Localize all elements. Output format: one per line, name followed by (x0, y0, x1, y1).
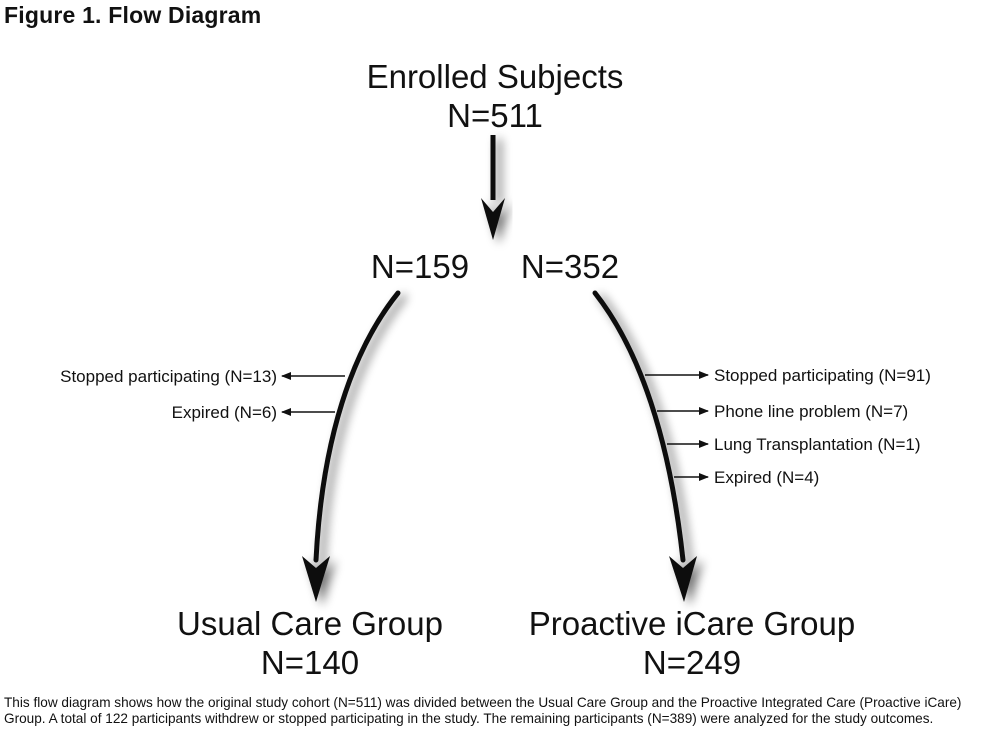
split-right-count: N=352 (521, 248, 619, 285)
left-exit-label-2: Expired (N=6) (172, 403, 277, 422)
proactive-arrow (592, 290, 697, 602)
split-left-count: N=159 (371, 248, 469, 285)
usual-care-label: Usual Care Group (177, 605, 443, 642)
proactive-label: Proactive iCare Group (529, 605, 855, 642)
right-exit-label-4: Expired (N=4) (714, 468, 819, 487)
enrolled-count: N=511 (447, 97, 543, 134)
proactive-count: N=249 (643, 644, 741, 681)
enrolled-label: Enrolled Subjects (367, 58, 624, 95)
usual-care-arrow (302, 290, 401, 602)
enrolled-arrow (481, 135, 505, 240)
right-exit-label-1: Stopped participating (N=91) (714, 366, 931, 385)
left-exit-label-1: Stopped participating (N=13) (60, 367, 277, 386)
figure-title: Figure 1. Flow Diagram (4, 2, 262, 28)
usual-care-count: N=140 (261, 644, 359, 681)
right-exit-label-3: Lung Transplantation (N=1) (714, 435, 921, 454)
figure-caption: This flow diagram shows how the original… (4, 695, 962, 726)
right-exit-label-2: Phone line problem (N=7) (714, 402, 908, 421)
